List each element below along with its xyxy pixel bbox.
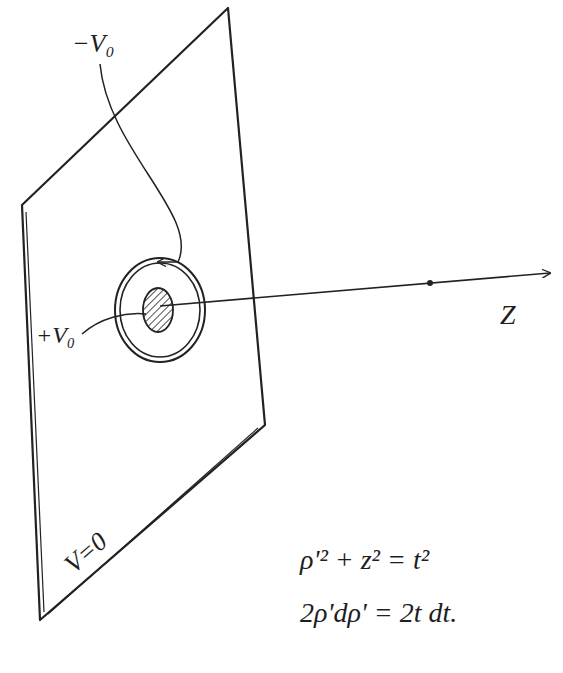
leader-line bbox=[100, 64, 181, 262]
plane-outline bbox=[22, 8, 265, 620]
axis-label: Z bbox=[500, 300, 516, 331]
plane-edge-shade bbox=[26, 212, 44, 612]
potential-label: +V₀ bbox=[36, 322, 75, 348]
equation: ρ'² + z² = t² bbox=[300, 545, 429, 576]
ring-arrow bbox=[158, 261, 178, 263]
z-axis bbox=[160, 273, 550, 306]
field-point bbox=[427, 280, 433, 286]
equation: 2ρ'dρ' = 2t dt. bbox=[300, 598, 457, 629]
ring-inner bbox=[120, 263, 200, 357]
potential-label: V=0 bbox=[59, 527, 113, 579]
potential-label: −V₀ bbox=[72, 30, 114, 59]
hatched-disk bbox=[143, 288, 173, 332]
leader-line bbox=[82, 314, 146, 334]
plane-edge-shade bbox=[48, 428, 258, 614]
ring-outer bbox=[115, 258, 205, 362]
